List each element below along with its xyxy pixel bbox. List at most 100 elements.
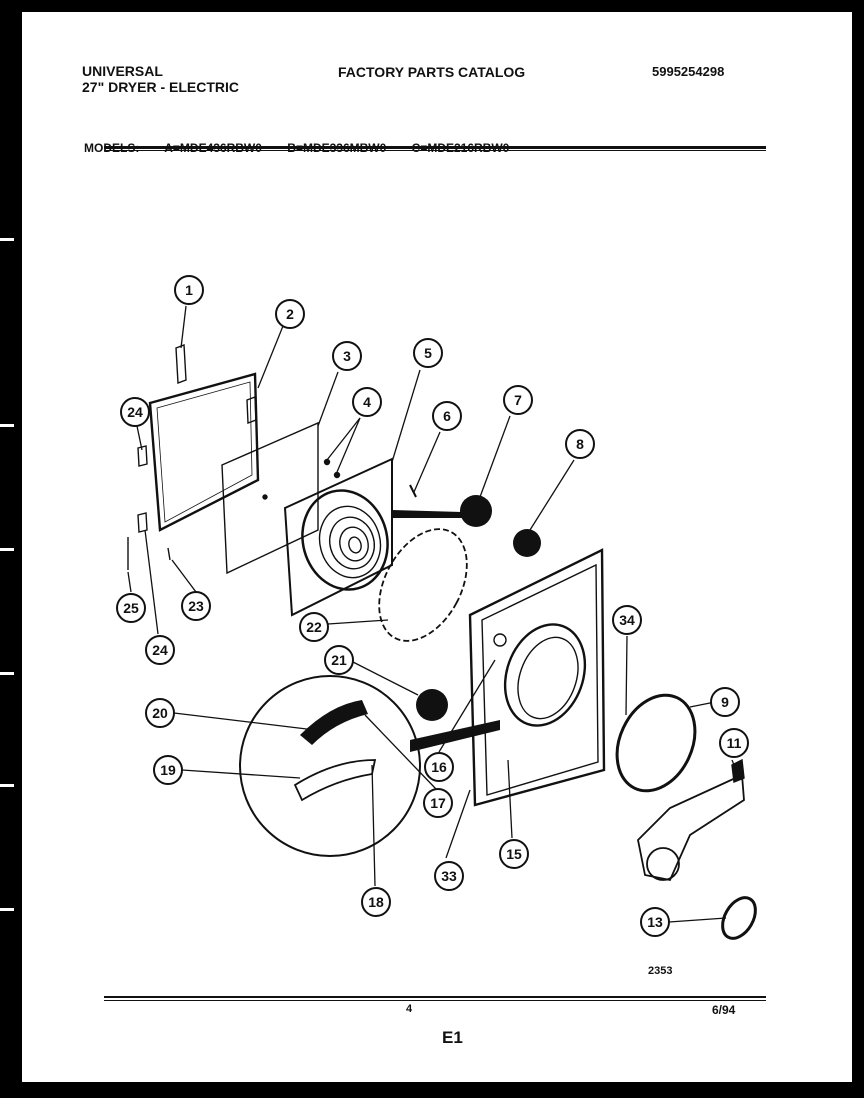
svg-text:13: 13 (647, 914, 663, 930)
svg-text:6: 6 (443, 408, 451, 424)
callout-23: 23 (181, 591, 211, 621)
callout-34: 34 (612, 605, 642, 635)
svg-text:3: 3 (343, 348, 351, 364)
catalog-number: 5995254298 (652, 64, 725, 79)
svg-text:17: 17 (430, 795, 446, 811)
callout-1: 1 (174, 275, 204, 305)
product-name: 27" DRYER - ELECTRIC (82, 79, 240, 95)
liner-screw (262, 494, 268, 500)
detail-latch (300, 700, 368, 745)
callout-3: 3 (332, 341, 362, 371)
model-c: C=MDE216RBW0 (411, 141, 510, 155)
callout-25: 25 (116, 593, 146, 623)
svg-text:9: 9 (721, 694, 729, 710)
scan-edge-mark (0, 672, 14, 675)
fastener-part (167, 547, 171, 561)
duct-clip (731, 758, 745, 783)
lint-vent (301, 489, 389, 591)
callout-33: 33 (434, 861, 464, 891)
svg-text:18: 18 (368, 894, 384, 910)
part-7-holder (460, 495, 492, 527)
connector-bar (392, 510, 462, 518)
panel-hole (493, 633, 507, 647)
screw-part (333, 471, 341, 479)
model-a: A=MDE436RBW0 (164, 141, 262, 155)
part-8-holder (513, 529, 541, 557)
scan-edge-mark (0, 238, 14, 241)
catalog-title: FACTORY PARTS CATALOG (338, 64, 526, 80)
fastener-part (409, 484, 417, 498)
door-outer-panel-inner (156, 381, 253, 523)
svg-text:2: 2 (286, 306, 294, 322)
drum-ring (615, 693, 697, 793)
svg-text:25: 25 (123, 600, 139, 616)
lint-vent-ring (318, 505, 382, 579)
catalog-page (22, 12, 852, 1082)
svg-text:24: 24 (127, 404, 143, 420)
hinge-part (175, 344, 187, 384)
header-rule (104, 146, 766, 149)
exhaust-duct (637, 773, 745, 882)
callout-8: 8 (565, 429, 595, 459)
callout-4: 4 (352, 387, 382, 417)
svg-text:20: 20 (152, 705, 168, 721)
callout-24-bottom: 24 (145, 635, 175, 665)
svg-text:15: 15 (506, 846, 522, 862)
callout-9: 9 (710, 687, 740, 717)
door-opening-inner (517, 636, 579, 720)
svg-text:4: 4 (363, 394, 371, 410)
lint-vent-ring (339, 526, 369, 562)
model-b: B=MDE336MBW0 (287, 141, 387, 155)
svg-text:5: 5 (424, 345, 432, 361)
door-liner (221, 421, 319, 575)
callout-20: 20 (145, 698, 175, 728)
figure-number: 2353 (648, 965, 673, 977)
svg-text:22: 22 (306, 619, 322, 635)
sheet-id: E1 (442, 1028, 463, 1047)
svg-text:21: 21 (331, 652, 347, 668)
detail-strike (293, 759, 377, 802)
lint-vent-ring (329, 516, 375, 570)
svg-text:11: 11 (727, 735, 742, 751)
header-rule-thin (104, 150, 766, 151)
svg-text:8: 8 (576, 436, 584, 452)
callout-7: 7 (503, 385, 533, 415)
door-latch (246, 396, 257, 424)
callout-2: 2 (275, 299, 305, 329)
callout-group: 1 2 3 4 5 6 7 8 9 11 13 15 16 17 18 19 2… (116, 275, 749, 937)
callout-17: 17 (423, 788, 453, 818)
models-label: MODELS: (84, 141, 140, 155)
callout-6: 6 (432, 401, 462, 431)
callout-13: 13 (640, 907, 670, 937)
svg-text:19: 19 (160, 762, 176, 778)
scan-edge-mark (0, 908, 14, 911)
fastener-part (137, 445, 148, 467)
callout-24-top: 24 (120, 397, 150, 427)
svg-text:34: 34 (619, 612, 635, 628)
scan-edge-mark (0, 424, 14, 427)
scan-edge-mark (0, 548, 14, 551)
part-21-holder (416, 689, 448, 721)
revision-date: 6/94 (712, 1003, 736, 1017)
callout-16: 16 (424, 752, 454, 782)
svg-text:24: 24 (152, 642, 168, 658)
svg-text:16: 16 (431, 759, 447, 775)
door-inner-panel (283, 457, 393, 617)
callout-22: 22 (299, 612, 329, 642)
footer-rule (104, 996, 766, 998)
screw-part (323, 458, 331, 466)
callout-5: 5 (413, 338, 443, 368)
footer-rule-thin (104, 1000, 766, 1001)
callout-15: 15 (499, 839, 529, 869)
vent-cap (721, 896, 757, 940)
duct-outlet (646, 847, 680, 881)
svg-text:7: 7 (514, 392, 522, 408)
page-number: 4 (406, 1003, 413, 1015)
svg-text:1: 1 (185, 282, 193, 298)
door-opening (503, 623, 587, 727)
header-left: UNIVERSAL 27" DRYER - ELECTRIC (82, 63, 239, 95)
front-panel (468, 548, 606, 807)
callout-11: 11 (719, 728, 749, 758)
svg-text:33: 33 (441, 868, 457, 884)
